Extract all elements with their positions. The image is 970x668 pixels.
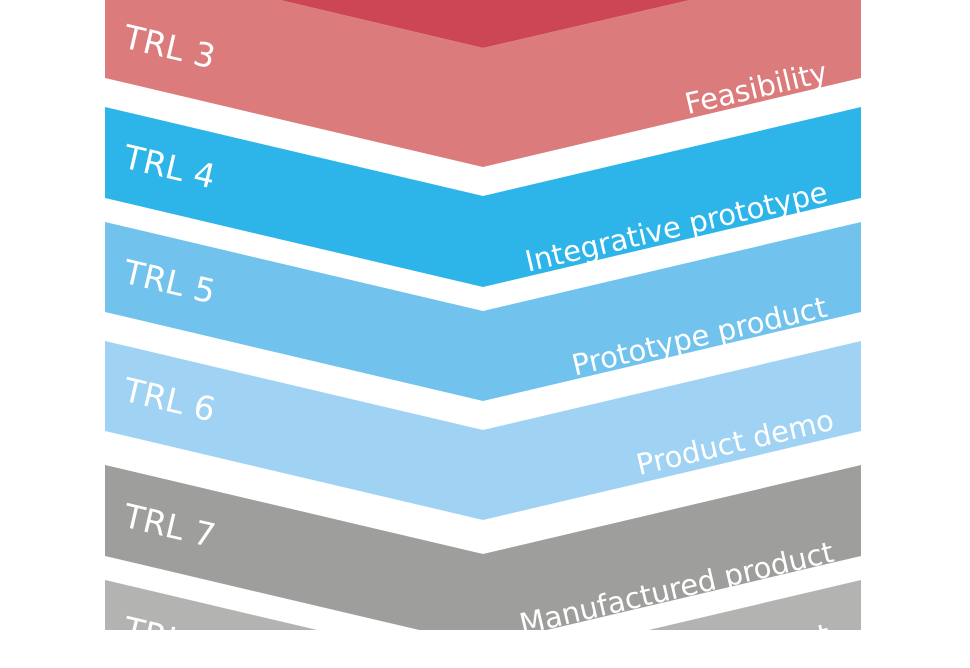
chevron-band-trl5	[105, 222, 861, 401]
stage-name-trl8-partial: uct	[781, 616, 834, 661]
trl-diagram: TRL 3 TRL 4 TRL 5 TRL 6 TRL 7 TRL 8 Feas…	[105, 0, 861, 668]
chevron-band-trl7	[105, 465, 861, 645]
chevron-band-trl6	[105, 341, 861, 520]
chevron-band-trl3	[105, 0, 861, 167]
chevron-bands	[105, 0, 861, 668]
chevron-band-trl4	[105, 107, 861, 287]
chevron-band-trl2	[280, 0, 690, 48]
